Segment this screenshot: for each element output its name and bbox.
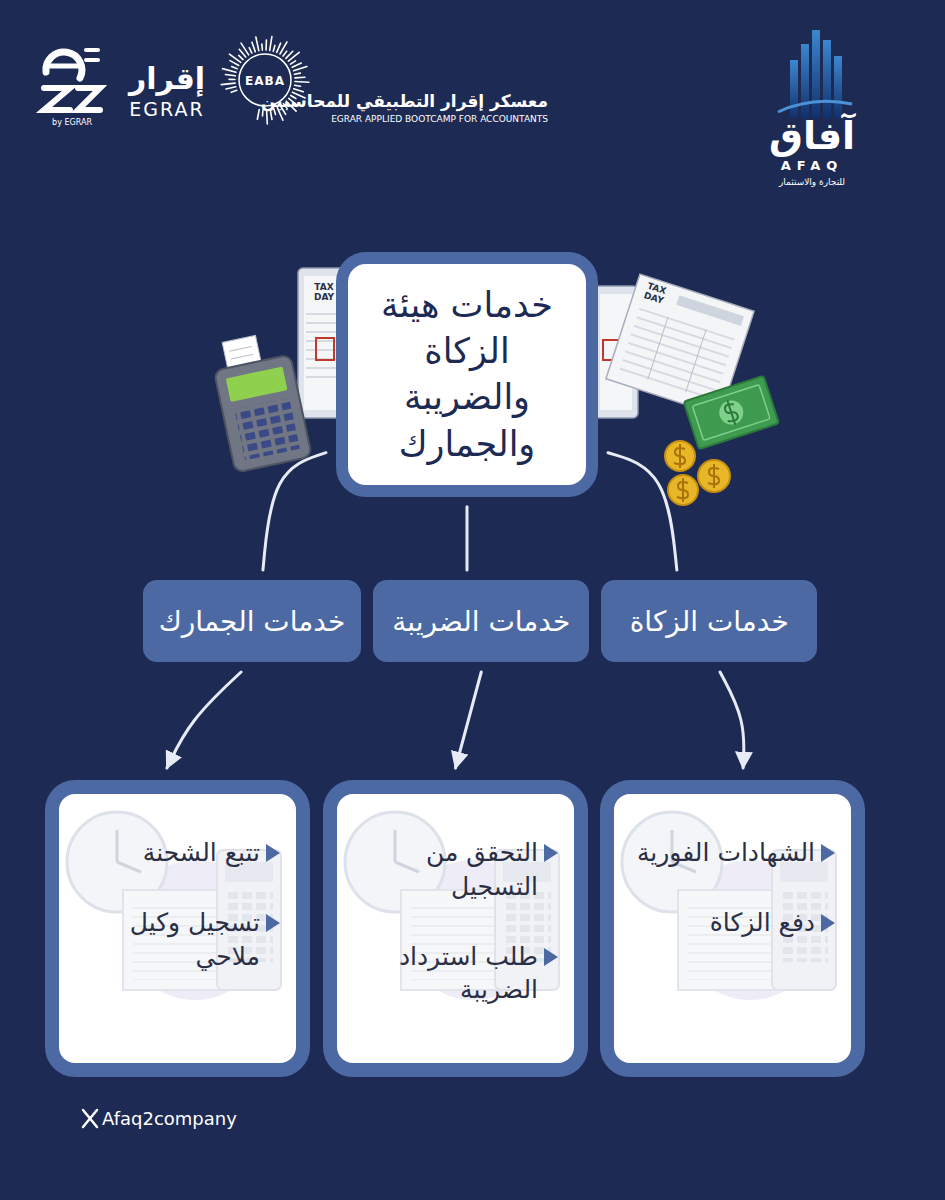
x-logo — [83, 1110, 97, 1127]
bullet-triangle — [821, 914, 835, 932]
service-item: الشهادات الفورية — [626, 836, 835, 870]
node-text: خدمات هيئة الزكاة والضريبة والجمارك — [364, 282, 570, 467]
flow-arrow — [456, 672, 482, 768]
bootcamp-name: معسكر إقرار التطبيقي للمحاسبين — [261, 91, 548, 111]
service-item: تسجيل وكيل ملاحي — [71, 906, 280, 974]
service-list: الشهادات الفورية دفع الزكاة — [600, 780, 865, 1077]
authority-box: خدمات هيئة الزكاة والضريبة والجمارك — [336, 252, 598, 497]
service-list: التحقق من التسجيل طلب استرداد الضريبة — [323, 780, 588, 1077]
service-text: التحقق من التسجيل — [349, 836, 538, 904]
card-terminal — [208, 329, 311, 472]
faint-clock-calculator — [622, 812, 836, 1000]
bullet-triangle — [266, 914, 280, 932]
service-text: تسجيل وكيل ملاحي — [71, 906, 260, 974]
service-item: تتبع الشحنة — [71, 836, 280, 870]
flow-arrow — [167, 672, 241, 768]
logo-byline: by EGRAR — [52, 118, 92, 127]
service-item: طلب استرداد الضريبة — [349, 940, 558, 1008]
logo-initials: EABA — [245, 74, 285, 88]
company-wordmark: آفاق — [769, 114, 855, 158]
faint-clock-calculator — [345, 812, 559, 1000]
node-text: خدمات الضريبة — [392, 605, 570, 638]
service-category: خدمات الجمارك — [143, 580, 362, 662]
node-text: خدمات الجمارك — [159, 605, 346, 638]
company-wordmark: AFAQ — [781, 158, 844, 173]
service-text: تتبع الشحنة — [71, 836, 260, 870]
egrar-e-logo — [44, 50, 100, 110]
bullet-triangle — [544, 948, 558, 966]
social-handle: Afaq2company — [102, 1108, 237, 1129]
bootcamp-name: EGRAR APPLIED BOOTCAMP FOR ACCOUNTANTS — [331, 114, 548, 124]
afaq-tower-logo — [778, 30, 852, 118]
branch-line — [608, 453, 677, 570]
company-tagline: للتجارة والاستثمار — [779, 177, 845, 187]
bullet-triangle — [821, 844, 835, 862]
coins — [665, 441, 730, 505]
service-category: خدمات الضريبة — [373, 580, 589, 662]
service-text: دفع الزكاة — [626, 906, 815, 940]
service-category: خدمات الزكاة — [601, 580, 817, 662]
service-item: دفع الزكاة — [626, 906, 835, 940]
bullet-triangle — [266, 844, 280, 862]
service-item: التحقق من التسجيل — [349, 836, 558, 904]
service-text: الشهادات الفورية — [626, 836, 815, 870]
branch-line — [263, 453, 326, 570]
bullet-triangle — [544, 844, 558, 862]
faint-clock-calculator — [67, 812, 281, 1000]
logo-wordmark: EGRAR — [129, 98, 204, 120]
logo-wordmark: إقرار — [129, 61, 205, 96]
branch-line — [466, 507, 469, 570]
node-text: خدمات الزكاة — [630, 605, 789, 638]
service-text: طلب استرداد الضريبة — [349, 940, 538, 1008]
flow-arrow — [720, 672, 744, 768]
service-list: تتبع الشحنة تسجيل وكيل ملاحي — [45, 780, 310, 1077]
money-notes — [684, 376, 779, 450]
paper-caption: TAX DAY — [310, 283, 338, 303]
